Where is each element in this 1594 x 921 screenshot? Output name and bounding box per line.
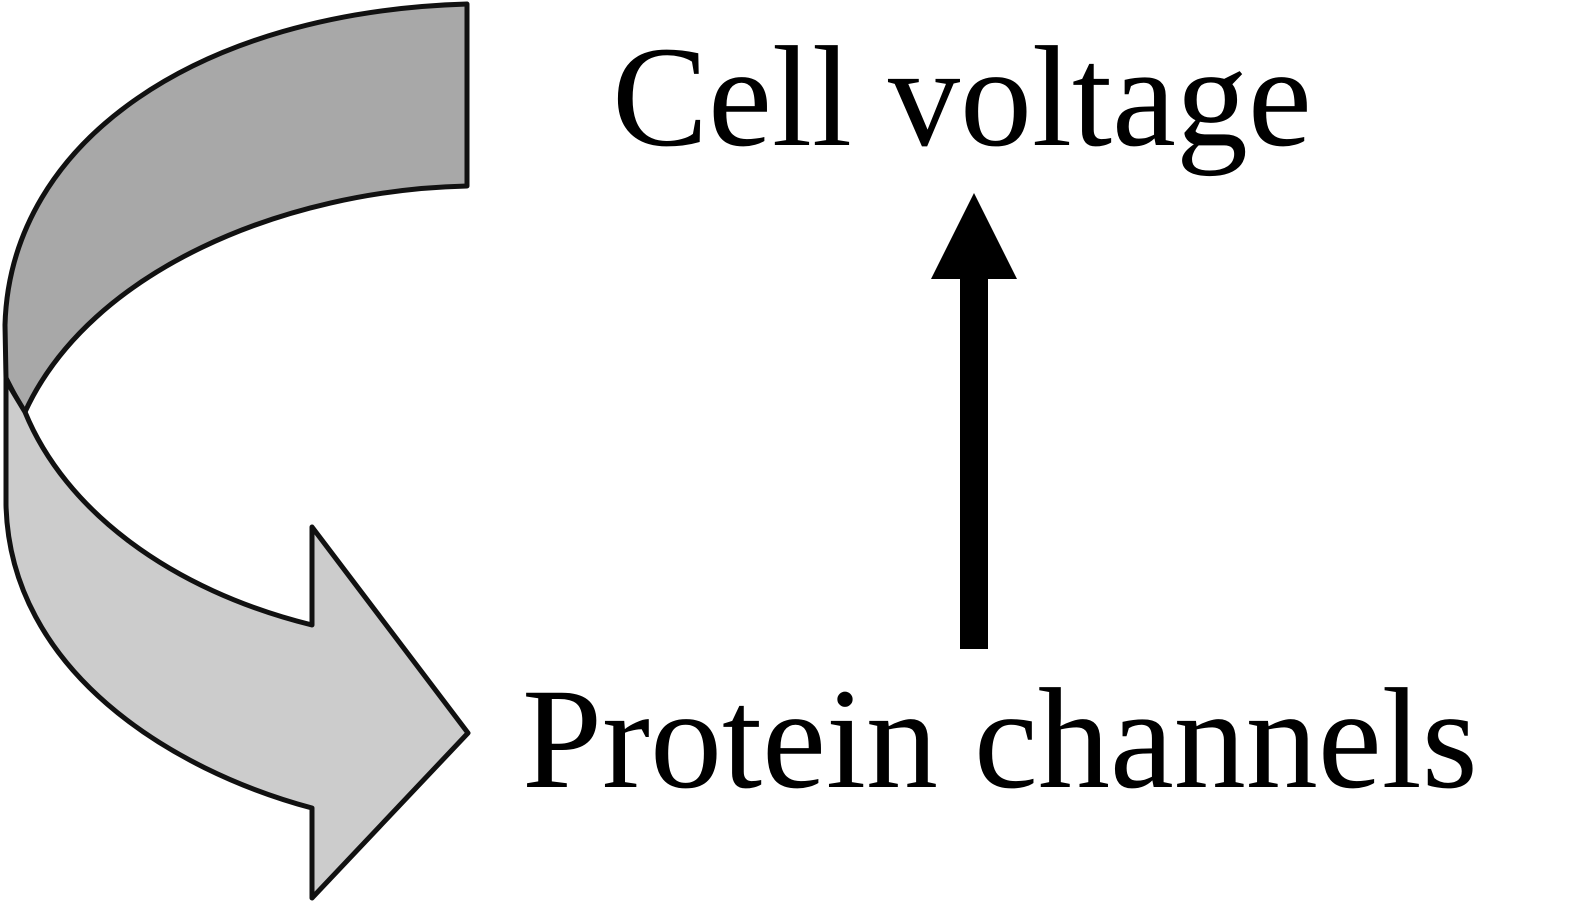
cell-voltage-label: Cell voltage	[612, 18, 1312, 177]
protein-channels-label: Protein channels	[522, 660, 1478, 819]
curved-feedback-arrow	[2, 1, 471, 901]
curved-arrow-front-band	[3, 375, 471, 901]
curved-arrow-back-band	[2, 1, 470, 415]
up-arrow-head	[931, 193, 1017, 279]
up-arrow	[931, 193, 1017, 649]
up-arrow-shaft	[960, 275, 988, 649]
